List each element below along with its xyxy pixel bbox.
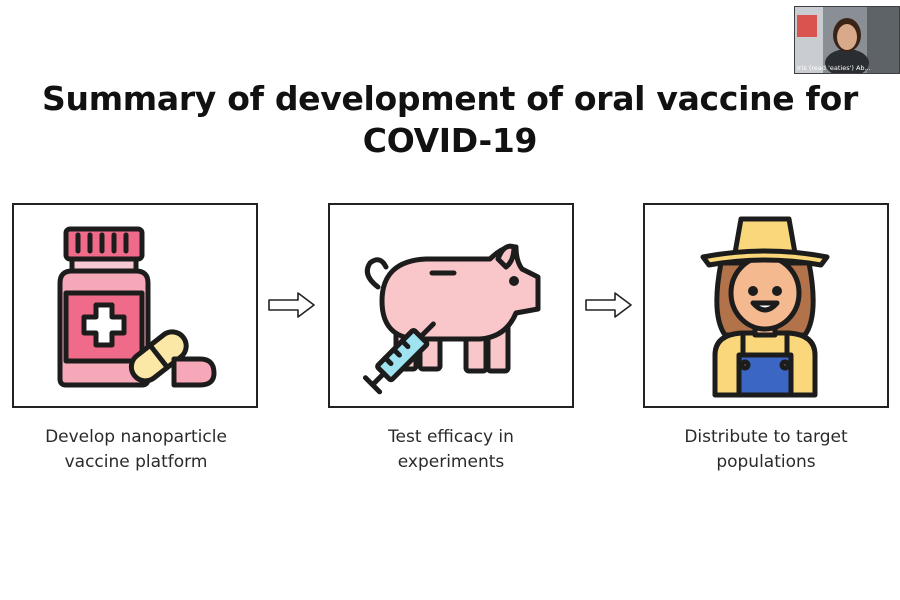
right-arrow-icon bbox=[585, 292, 632, 318]
step-caption-develop: Develop nanoparticle vaccine platform bbox=[11, 425, 261, 475]
step-caption-line-1: Distribute to target bbox=[684, 427, 848, 447]
step-caption-test: Test efficacy in experiments bbox=[326, 425, 576, 475]
step-caption-line-1: Test efficacy in bbox=[388, 427, 514, 447]
step-panel-develop bbox=[12, 203, 258, 408]
step-panel-distribute bbox=[643, 203, 889, 408]
medicine-bottle-pills-icon bbox=[57, 226, 217, 388]
participant-name-label: Iris (read 'eaties') Ab... bbox=[797, 64, 871, 72]
step-caption-line-2: populations bbox=[716, 452, 816, 472]
step-panel-test bbox=[328, 203, 574, 408]
slide-title-line-1: Summary of development of oral vaccine f… bbox=[42, 79, 858, 118]
step-caption-line-2: experiments bbox=[397, 452, 505, 472]
farmer-icon bbox=[700, 216, 830, 398]
step-caption-distribute: Distribute to target populations bbox=[641, 425, 891, 475]
slide-title-line-2: COVID-19 bbox=[362, 121, 538, 160]
right-arrow-icon bbox=[268, 292, 315, 318]
participant-video-tile[interactable]: Iris (read 'eaties') Ab... bbox=[794, 6, 900, 74]
pig-syringe-icon bbox=[362, 243, 541, 395]
step-caption-line-1: Develop nanoparticle bbox=[45, 427, 227, 447]
participant-video-feed bbox=[795, 7, 899, 73]
step-caption-line-2: vaccine platform bbox=[64, 452, 208, 472]
slide-title: Summary of development of oral vaccine f… bbox=[40, 78, 860, 162]
